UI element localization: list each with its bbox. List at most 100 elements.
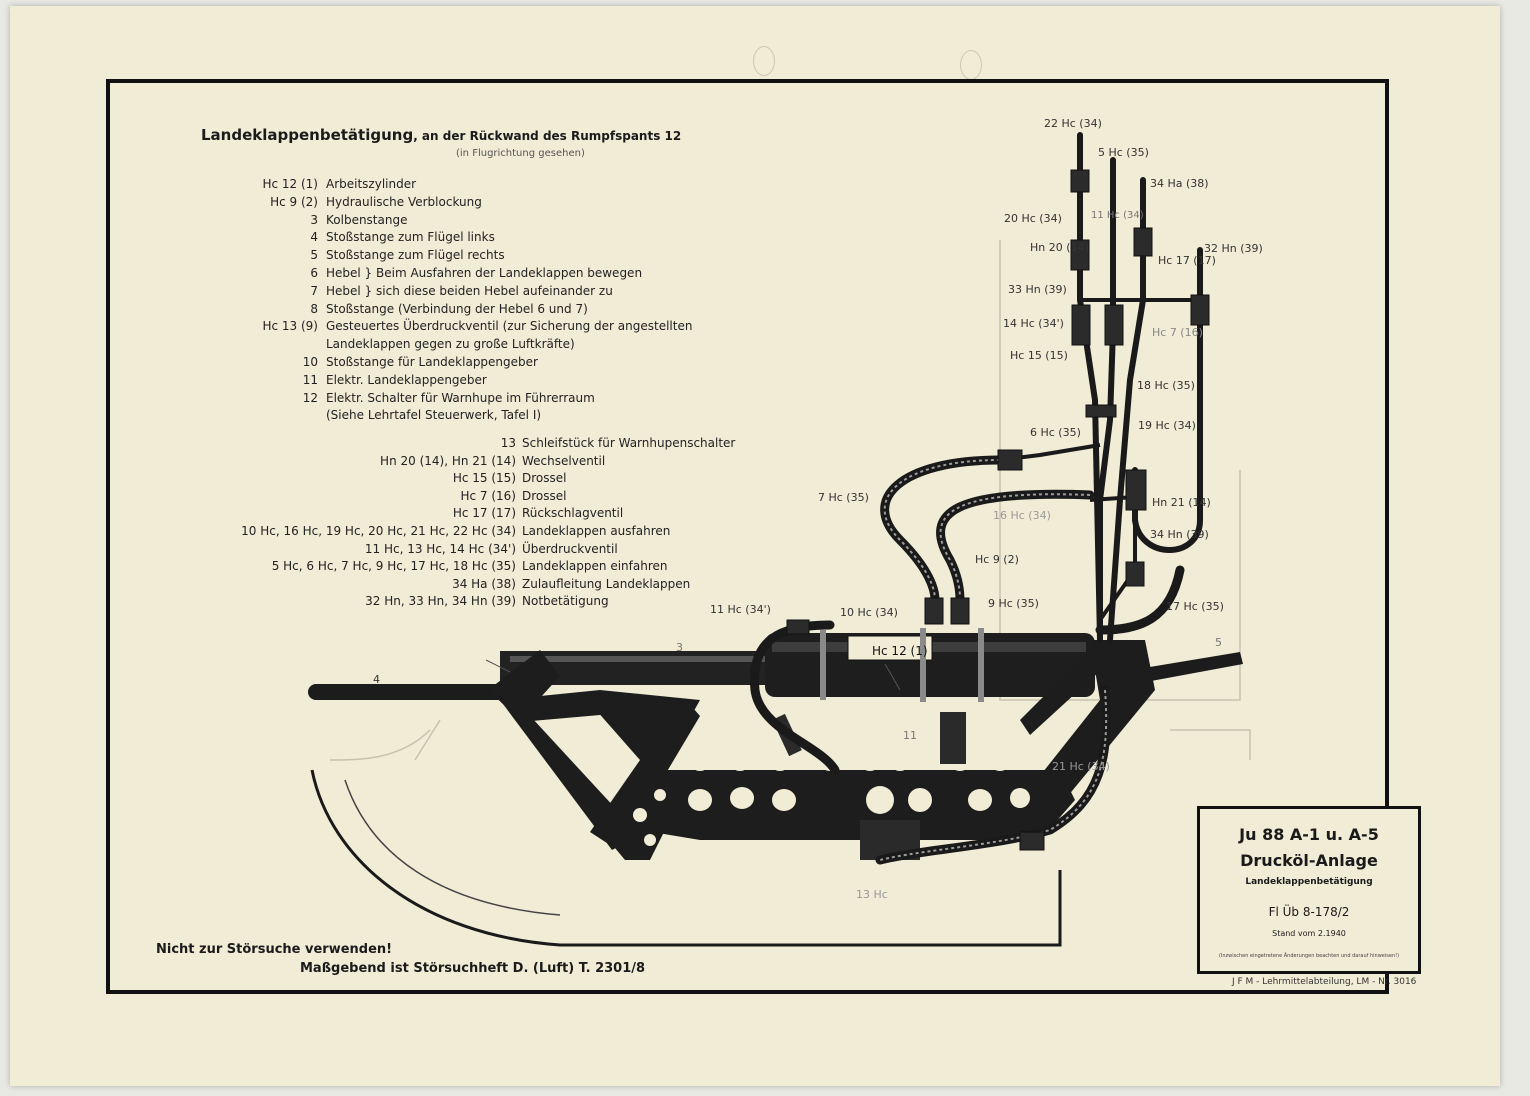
legend-desc: Hydraulische Verblockung [326, 194, 482, 209]
title-block-system: Drucköl-Anlage [1240, 851, 1378, 870]
callout-18hc: 18 Hc (35) [1137, 379, 1195, 392]
fuselage-arc [310, 769, 1062, 947]
legend-desc: Elektr. Landeklappengeber [326, 372, 487, 387]
callout-hc7: Hc 7 (16) [1152, 326, 1203, 339]
legend-code: 13 [500, 436, 516, 450]
callout-11hc: 11 Hc (34') [710, 603, 771, 616]
legend-code: 11 [302, 372, 318, 387]
cylinder-band [820, 630, 826, 700]
callout-11hc-ghost: 11 Hc (34) [1091, 210, 1144, 221]
leader-lines [485, 659, 901, 691]
punch-hole [753, 46, 775, 76]
legend-desc: (Siehe Lehrtafel Steuerwerk, Tafel I) [326, 408, 542, 423]
pipe-fittings [786, 169, 1210, 851]
callout-hc9: Hc 9 (2) [975, 553, 1019, 566]
callout-9hc: 9 Hc (35) [988, 597, 1039, 610]
cylinder-band [920, 628, 926, 702]
legend-desc: Drossel [522, 488, 567, 503]
callout-32hn: 32 Hn (39) [1204, 242, 1263, 255]
callout-14hc: 14 Hc (34') [1003, 317, 1064, 330]
legend-code: 6 [310, 266, 318, 280]
warning-line-1: Nicht zur Störsuche verwenden! [156, 942, 393, 957]
legend-code: 5 [310, 248, 318, 263]
legend-code: Hc 13 (9) [262, 319, 318, 334]
legend-desc: Schleifstück für Warnhupenschalter [522, 436, 736, 450]
legend-desc: Stoßstange (Verbindung der Hebel 6 und 7… [326, 301, 588, 316]
legend-code: Hc 12 (1) [262, 177, 318, 191]
legend-code: 10 [302, 355, 318, 369]
callout-34hn: 34 Hn (39) [1150, 528, 1209, 541]
fuselage-arc-inner [344, 779, 561, 916]
drawing-frame [106, 79, 1389, 994]
legend-code: 34 Ha (38) [452, 576, 516, 591]
callout-33hn: 33 Hn (39) [1008, 283, 1067, 296]
callout-11: 11 [903, 729, 917, 742]
legend-code: Hc 15 (15) [452, 471, 516, 486]
cylinder-band [978, 628, 984, 702]
callout-hn21: Hn 21 (14) [1152, 496, 1211, 509]
title-block-subject: Landeklappenbetätigung [1245, 877, 1373, 887]
lower-beam-holes [688, 759, 1030, 814]
callout-20hc: 20 Hc (34) [1004, 212, 1062, 225]
legend-code: Hc 7 (16) [460, 488, 516, 503]
legend-code: 8 [310, 301, 318, 316]
callout-17hc: 17 Hc (35) [1166, 600, 1224, 613]
legend-desc: Hebel } sich diese beiden Hebel aufeinan… [326, 283, 613, 298]
footer-credit: J F M - Lehrmittelabteilung, LM - Nr. 30… [1232, 977, 1417, 987]
legend-code: Hn 20 (14), Hn 21 (14) [380, 453, 516, 468]
callout-10hc: 10 Hc (34) [840, 606, 898, 619]
callout-16hc: 16 Hc (34) [993, 509, 1051, 522]
title-block-note: (Inzwischen eingetretene Änderungen beac… [1218, 953, 1400, 959]
callout-6hc: 6 Hc (35) [1030, 426, 1081, 439]
bracket-left-holes [633, 789, 666, 846]
legend-desc: Kolbenstange [326, 212, 408, 227]
callout-21hc: 21 Hc (34) [1052, 760, 1110, 773]
legend-code: 7 [310, 283, 318, 298]
legend-desc: Landeklappen gegen zu große Luftkräfte) [326, 337, 575, 352]
warning-line-2: Maßgebend ist Störsuchheft D. (Luft) T. … [300, 961, 646, 976]
lower-beam [640, 770, 1075, 840]
title-block-model: Ju 88 A-1 u. A-5 [1239, 825, 1379, 844]
callout-34ha: 34 Ha (38) [1150, 177, 1209, 190]
legend-code: 12 [302, 390, 318, 405]
title-block: Ju 88 A-1 u. A-5 Drucköl-Anlage Landekla… [1197, 806, 1421, 974]
legend-desc: Rückschlagventil [522, 506, 624, 521]
legend-desc: Überdruckventil [522, 541, 618, 556]
legend-desc: Stoßstange für Landeklappengeber [326, 355, 538, 369]
legend-desc: Arbeitszylinder [326, 177, 417, 191]
callout-5: 5 [1215, 636, 1222, 649]
piston-rod-highlight [510, 656, 770, 662]
title-block-docno: Fl Üb 8-178/2 [1268, 905, 1350, 919]
callout-hc15: Hc 15 (15) [1010, 349, 1068, 362]
callout-22hc: 22 Hc (34) [1044, 117, 1102, 130]
legend-desc: Notbetätigung [522, 594, 609, 609]
legend-desc: Zulaufleitung Landeklappen [522, 576, 691, 591]
callout-7hc: 7 Hc (35) [818, 491, 869, 504]
legend-desc: Hebel } Beim Ausfahren der Landeklappen … [326, 266, 643, 280]
legend-code: Hc 9 (2) [270, 194, 318, 209]
legend-desc: Drossel [522, 471, 567, 486]
legend-desc: Stoßstange zum Flügel links [326, 230, 495, 245]
callout-13hc: 13 Hc [856, 888, 888, 901]
callout-5hc: 5 Hc (35) [1098, 146, 1149, 159]
cylinder-label-plate [847, 635, 933, 661]
hose-braid [879, 459, 1108, 861]
legend-code: 10 Hc, 16 Hc, 19 Hc, 20 Hc, 21 Hc, 22 Hc… [241, 524, 516, 538]
legend-code: 32 Hn, 33 Hn, 34 Hn (39) [365, 594, 516, 609]
legend-code: 5 Hc, 6 Hc, 7 Hc, 9 Hc, 17 Hc, 18 Hc (35… [271, 559, 516, 574]
title-block-stand: Stand vom 2.1940 [1272, 929, 1346, 938]
legend-desc: Stoßstange zum Flügel rechts [326, 248, 505, 263]
callout-hn20: Hn 20 (14) [1030, 241, 1089, 254]
legend-desc: Wechselventil [522, 453, 606, 468]
legend-code: Hc 17 (17) [452, 506, 516, 521]
legend-code: 3 [310, 212, 318, 227]
callout-4: 4 [373, 673, 380, 686]
electric-flap-sender [940, 712, 966, 764]
callout-hc12: Hc 12 (1) [872, 644, 928, 658]
legend-code: 4 [310, 230, 318, 245]
callout-3: 3 [676, 641, 683, 654]
legend-code: 11 Hc, 13 Hc, 14 Hc (34') [364, 541, 516, 556]
drawing-subtitle: (in Flugrichtung gesehen) [456, 148, 585, 159]
push-rod-left [308, 684, 508, 700]
